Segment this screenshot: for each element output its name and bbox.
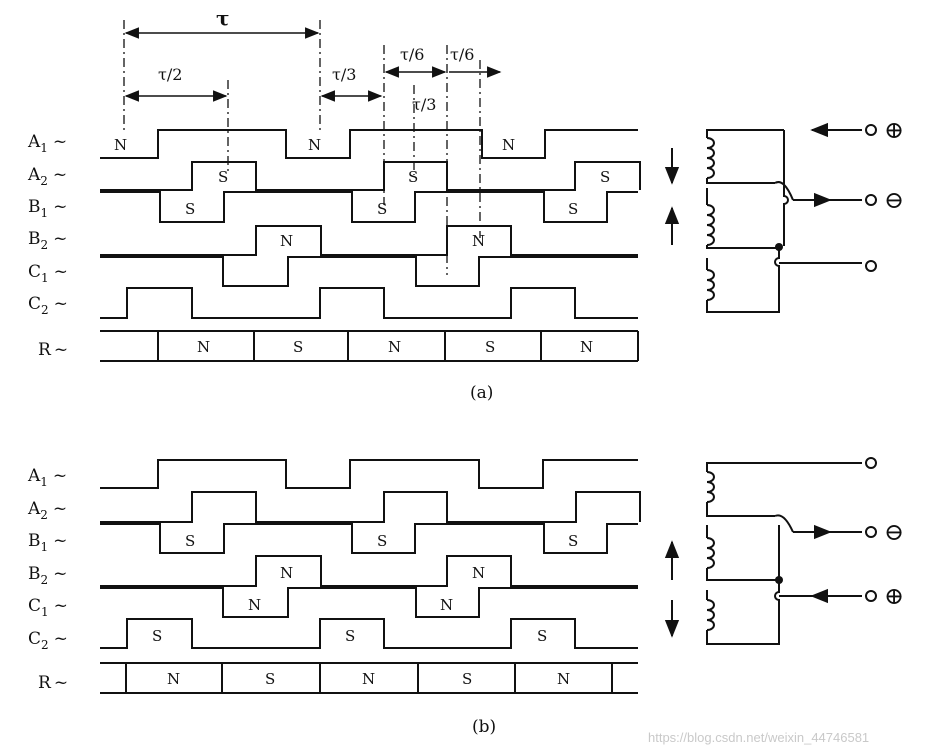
waveform-b-b1 xyxy=(100,523,638,554)
waveform-b-c2 xyxy=(100,618,638,649)
rotor-a-pole-4: S xyxy=(485,338,495,356)
diagram-a: A1~ A2~ B1~ B2~ C1~ C2~ R~ N N N S S S S… xyxy=(27,116,904,403)
svg-text:B2~: B2~ xyxy=(28,229,67,252)
row-label-b1: B1~ xyxy=(28,197,67,220)
pole-b1-1: S xyxy=(185,200,195,218)
rotor-b-pole-4: S xyxy=(462,670,472,688)
svg-text:B2~: B2~ xyxy=(28,564,67,587)
rotor-strip-a xyxy=(100,330,639,362)
rotor-a-pole-1: N xyxy=(197,338,210,356)
pole-a2-1: S xyxy=(218,168,228,186)
caption-a: (a) xyxy=(470,383,493,403)
rotor-a-pole-5: N xyxy=(580,338,593,356)
row-label-b-a2: A2~ xyxy=(27,499,67,522)
svg-text:B1~: B1~ xyxy=(28,197,67,220)
winding-schematic-b xyxy=(664,457,877,645)
row-label-b-a1: A1~ xyxy=(27,466,67,489)
tau-sixth-label-1: τ/6 xyxy=(400,45,424,64)
row-label-a2: A2~ xyxy=(27,165,67,188)
winding-schematic-a xyxy=(664,122,877,313)
rotor-a-pole-2: S xyxy=(293,338,303,356)
pole-b-c2-2: S xyxy=(345,627,355,645)
pole-b-c1-1: N xyxy=(248,596,261,614)
pole-a1-1: N xyxy=(114,136,127,154)
rotor-b-pole-2: S xyxy=(265,670,275,688)
pole-b2-2: N xyxy=(472,232,485,250)
svg-text:C2~: C2~ xyxy=(28,629,68,652)
row-label-c2: C2~ xyxy=(28,294,68,317)
svg-text:A1~: A1~ xyxy=(27,132,67,155)
pole-b-b1-2: S xyxy=(377,532,387,550)
waveform-c2 xyxy=(100,287,638,319)
pole-a1-3: N xyxy=(502,136,515,154)
svg-text:C1~: C1~ xyxy=(28,262,68,285)
pole-b-c2-3: S xyxy=(537,627,547,645)
caption-b: (b) xyxy=(472,717,496,737)
pole-a2-2: S xyxy=(408,168,418,186)
waveform-b-c1 xyxy=(100,587,638,618)
svg-text:A1~: A1~ xyxy=(27,466,67,489)
row-label-rotor: R~ xyxy=(38,340,68,360)
tau-label: τ xyxy=(216,6,229,30)
row-label-b-c2: C2~ xyxy=(28,629,68,652)
pole-b-b2-2: N xyxy=(472,564,485,582)
pole-a1-2: N xyxy=(308,136,321,154)
svg-text:C1~: C1~ xyxy=(28,596,68,619)
watermark: https://blog.csdn.net/weixin_44746581 xyxy=(648,730,869,745)
waveform-b1 xyxy=(100,191,638,223)
terminal-minus-b: ⊖ xyxy=(884,518,904,546)
terminal-plus-b: ⊕ xyxy=(884,582,904,610)
pole-b-c1-2: N xyxy=(440,596,453,614)
svg-text:R~: R~ xyxy=(38,340,68,360)
rotor-strip-b xyxy=(100,662,638,694)
diagram-b: A1~ A2~ B1~ B2~ C1~ C2~ R~ S S S N N N N… xyxy=(27,457,904,737)
pole-b-c2-1: S xyxy=(152,627,162,645)
waveform-b-a2 xyxy=(100,491,641,523)
terminal-plus-a: ⊕ xyxy=(884,116,904,144)
row-label-b-c1: C1~ xyxy=(28,596,68,619)
waveform-c1 xyxy=(100,256,638,287)
tau-third-label: τ/3 xyxy=(332,65,356,84)
rotor-a-pole-3: N xyxy=(388,338,401,356)
pole-a2-3: S xyxy=(600,168,610,186)
pole-b2-1: N xyxy=(280,232,293,250)
rotor-b-pole-5: N xyxy=(557,670,570,688)
svg-text:C2~: C2~ xyxy=(28,294,68,317)
waveform-b2 xyxy=(100,225,638,256)
row-label-b-rotor: R~ xyxy=(38,673,68,693)
svg-text:R~: R~ xyxy=(38,673,68,693)
svg-text:B1~: B1~ xyxy=(28,531,67,554)
pole-b-b1-1: S xyxy=(185,532,195,550)
waveform-b-b2 xyxy=(100,555,638,587)
row-label-b2: B2~ xyxy=(28,229,67,252)
rotor-b-pole-1: N xyxy=(167,670,180,688)
row-label-b-b2: B2~ xyxy=(28,564,67,587)
row-label-c1: C1~ xyxy=(28,262,68,285)
terminal-minus-a: ⊖ xyxy=(884,186,904,214)
tau-half-label: τ/2 xyxy=(158,65,182,84)
waveform-a1 xyxy=(100,129,638,159)
waveform-a2 xyxy=(100,161,641,191)
dimension-annotations: τ τ/2 τ/3 τ/6 τ/6 τ/3 xyxy=(123,6,502,275)
svg-text:A2~: A2~ xyxy=(27,499,67,522)
pole-b1-2: S xyxy=(377,200,387,218)
pole-b1-3: S xyxy=(568,200,578,218)
tau-third-label-2: τ/3 xyxy=(412,95,436,114)
pole-b-b1-3: S xyxy=(568,532,578,550)
rotor-b-pole-3: N xyxy=(362,670,375,688)
row-label-b-b1: B1~ xyxy=(28,531,67,554)
pole-b-b2-1: N xyxy=(280,564,293,582)
tau-sixth-label-2: τ/6 xyxy=(450,45,474,64)
svg-text:A2~: A2~ xyxy=(27,165,67,188)
waveform-b-a1 xyxy=(100,459,638,489)
row-label-a1: A1~ xyxy=(27,132,67,155)
